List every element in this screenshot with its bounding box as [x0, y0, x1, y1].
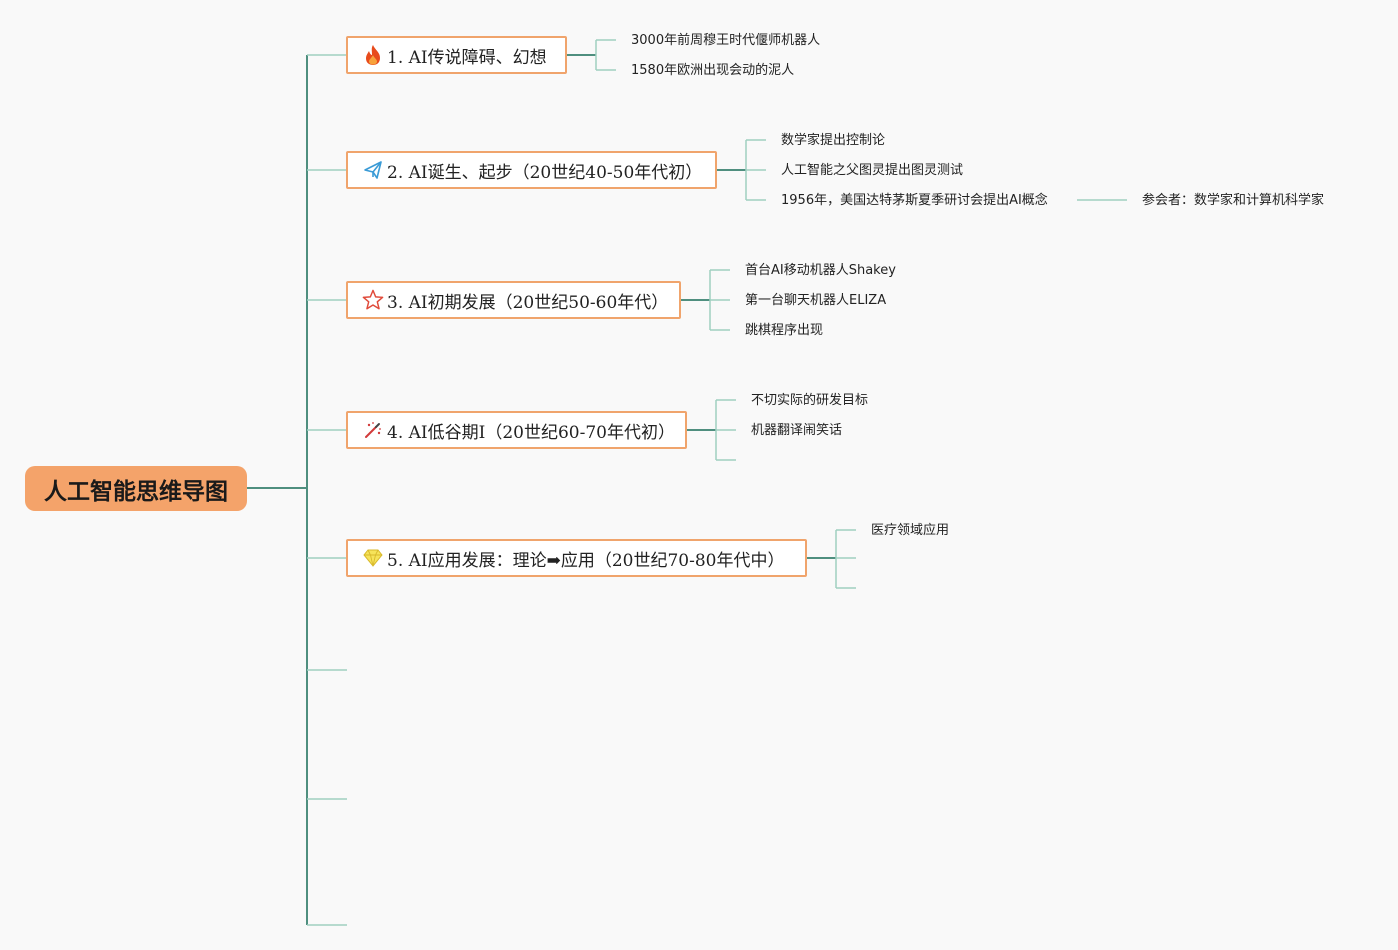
leaf-4-1[interactable]: 不切实际的研发目标: [751, 393, 869, 408]
leaf-1-1[interactable]: 3000年前周穆王时代偃师机器人: [631, 33, 821, 48]
leaf-3-2[interactable]: 第一台聊天机器人ELIZA: [745, 293, 887, 308]
branch-topic-3[interactable]: 3. AI初期发展（20世纪50-60年代）: [346, 281, 681, 319]
branch-2-bracket: [745, 139, 766, 201]
leaf-2-2[interactable]: 人工智能之父图灵提出图灵测试: [781, 163, 964, 178]
leaf-1-2[interactable]: 1580年欧洲出现会动的泥人: [631, 63, 795, 78]
fire-icon: [362, 44, 384, 66]
leaf-2-1[interactable]: 数学家提出控制论: [781, 133, 886, 148]
branch-label-5: 5. AI应用发展：理论➡应用（20世纪70-80年代中）: [387, 550, 785, 571]
paper-plane-icon: [362, 159, 384, 181]
branch-topic-5[interactable]: 5. AI应用发展：理论➡应用（20世纪70-80年代中）: [346, 539, 807, 577]
branch-label-1: 1. AI传说障碍、幻想: [387, 47, 547, 68]
root-label: 人工智能思维导图: [44, 478, 228, 505]
magic-wand-icon: [362, 419, 384, 441]
branch-topic-4[interactable]: 4. AI低谷期I（20世纪60-70年代初）: [346, 411, 687, 449]
branch-3-bracket: [709, 269, 730, 331]
diamond-icon: [362, 547, 384, 569]
leaf-2-3[interactable]: 1956年，美国达特茅斯夏季研讨会提出AI概念: [781, 193, 1048, 208]
leaf-3-1[interactable]: 首台AI移动机器人Shakey: [745, 263, 896, 278]
leaf-3-3[interactable]: 跳棋程序出现: [745, 323, 824, 338]
branch-5-bracket: [835, 529, 856, 589]
branch-4-bracket: [715, 399, 736, 461]
branch-label-2: 2. AI诞生、起步（20世纪40-50年代初）: [387, 162, 703, 183]
branch-topic-1[interactable]: 1. AI传说障碍、幻想: [346, 36, 567, 74]
branch-label-4: 4. AI低谷期I（20世纪60-70年代初）: [387, 422, 675, 443]
root-topic[interactable]: 人工智能思维导图: [25, 466, 247, 511]
branch-topic-2[interactable]: 2. AI诞生、起步（20世纪40-50年代初）: [346, 151, 717, 189]
star-icon: [362, 289, 384, 311]
leaf-5-1[interactable]: 医疗领域应用: [871, 523, 950, 538]
leaf-4-2[interactable]: 机器翻译闹笑话: [751, 423, 843, 438]
leaf-2-3-1[interactable]: 参会者：数学家和计算机科学家: [1142, 193, 1325, 208]
branch-1-bracket: [595, 39, 616, 71]
branch-label-3: 3. AI初期发展（20世纪50-60年代）: [387, 292, 669, 313]
